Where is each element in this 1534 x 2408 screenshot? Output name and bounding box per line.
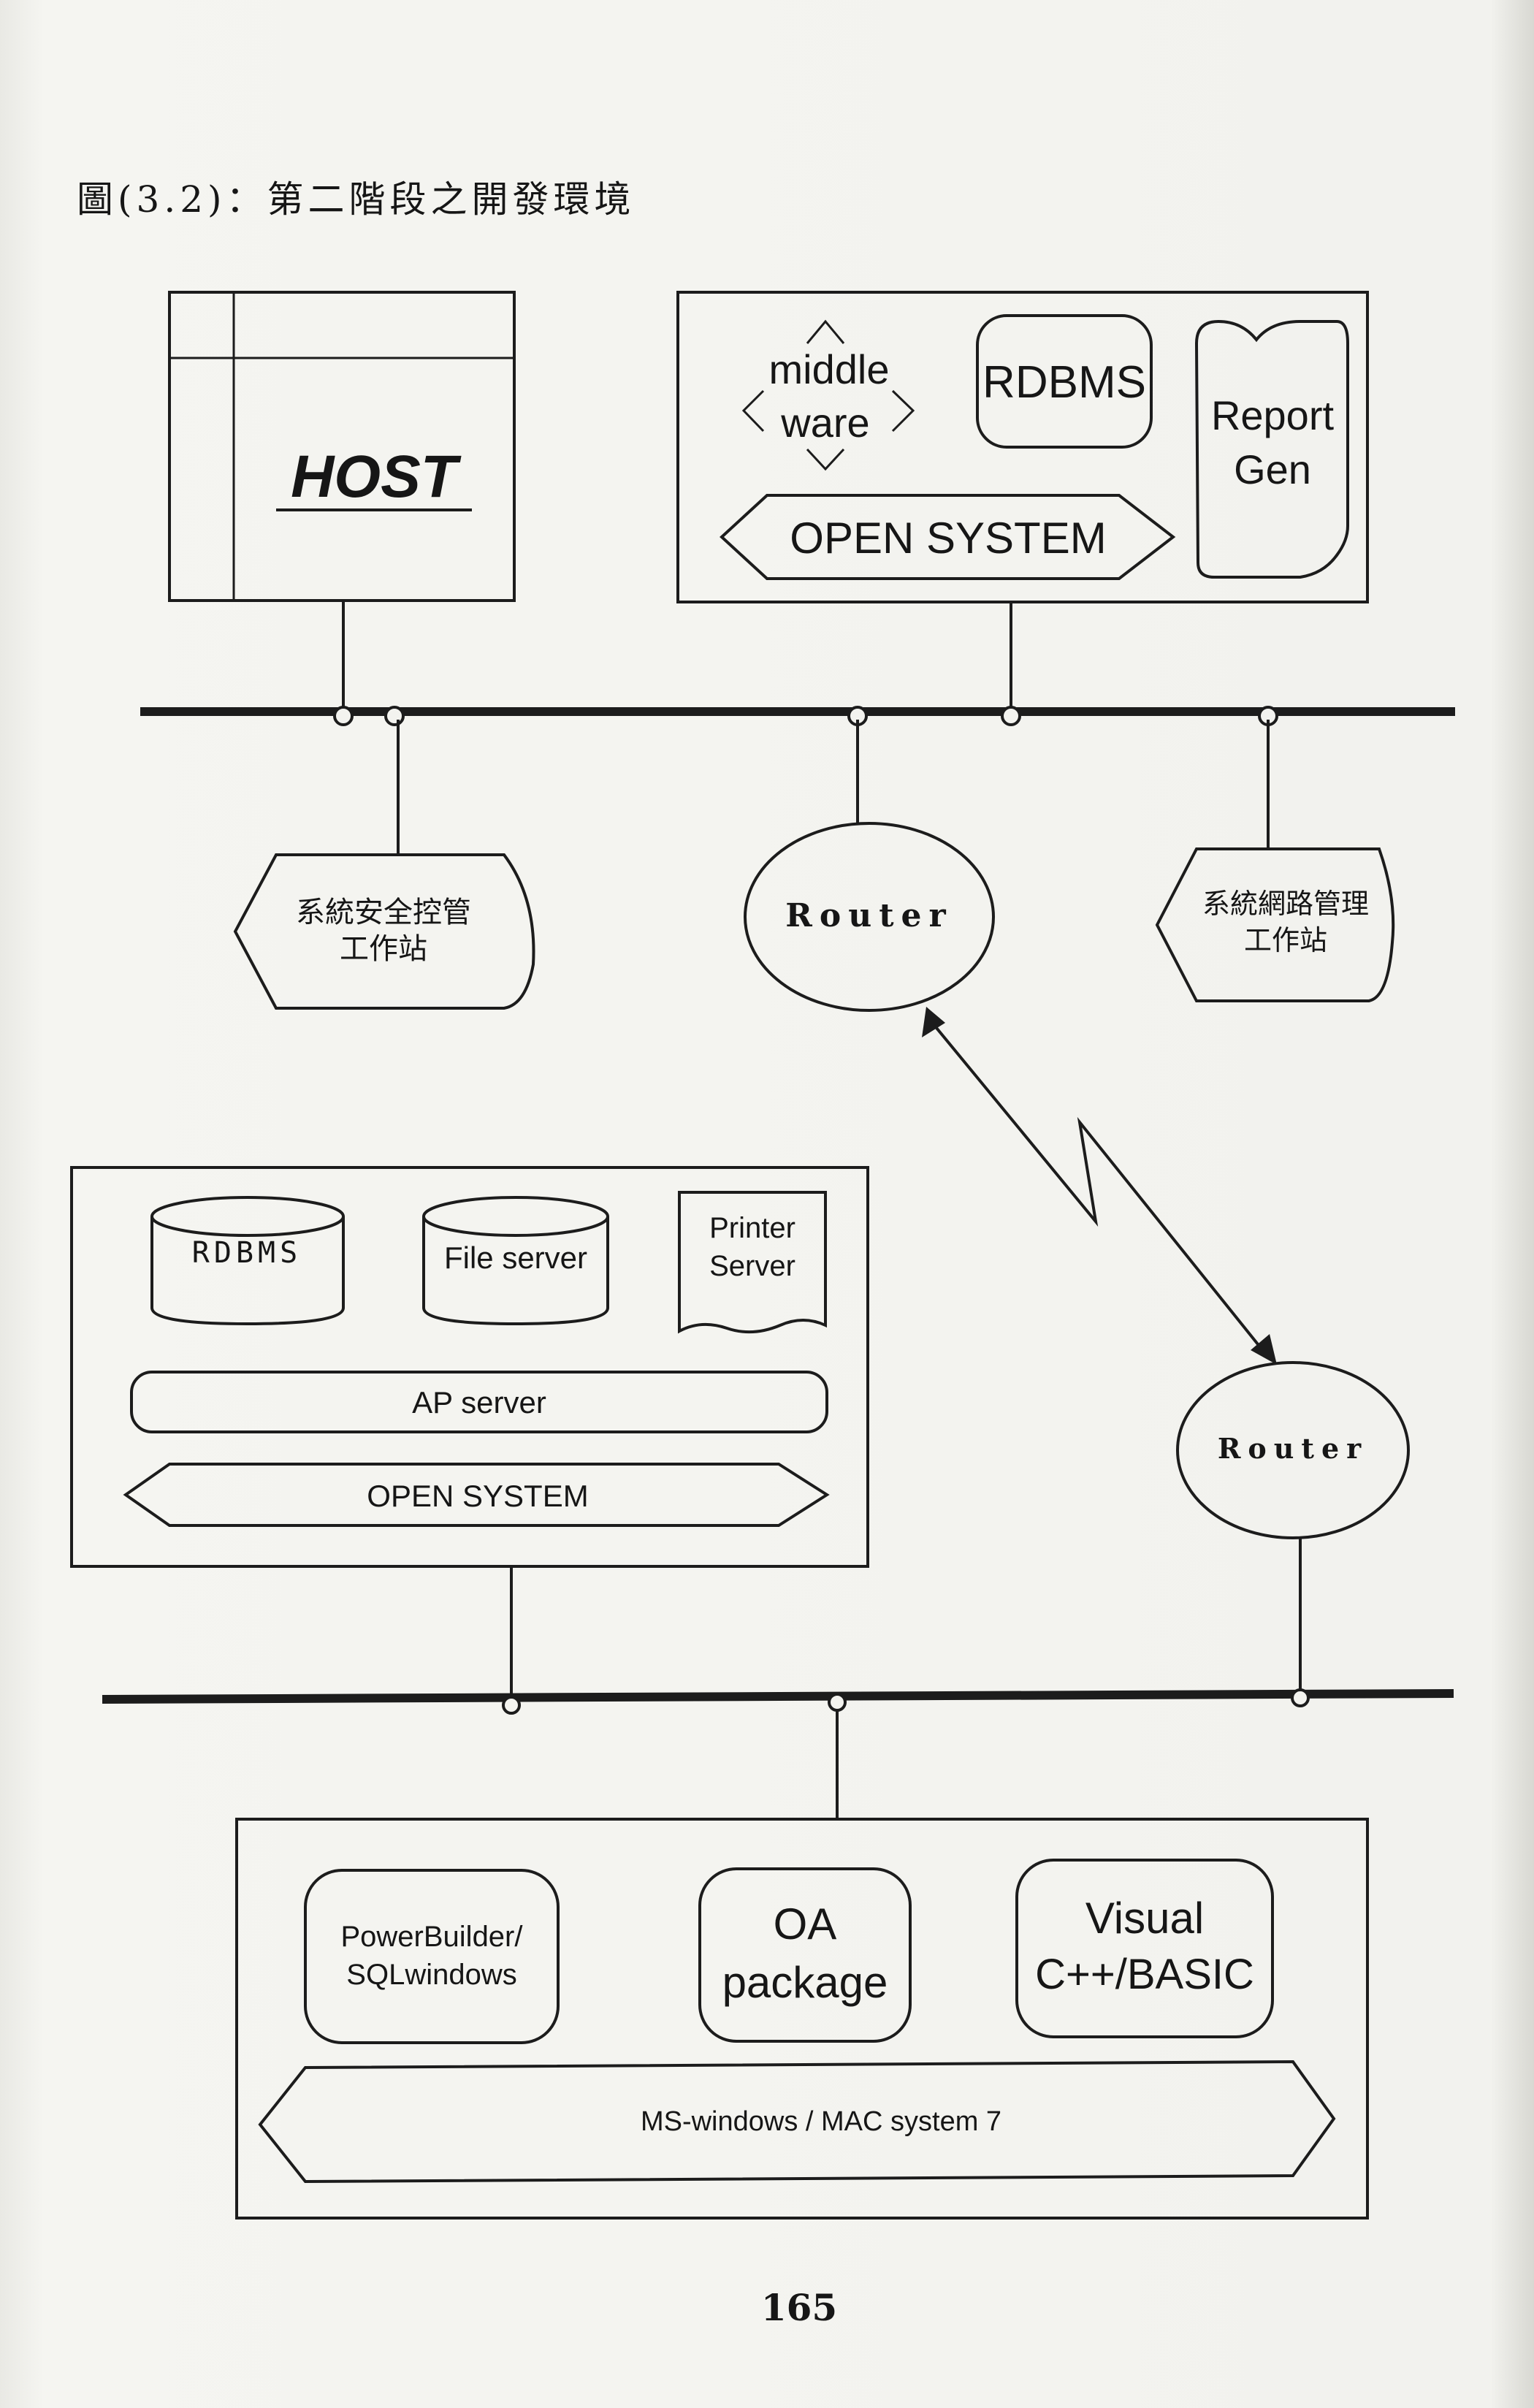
router-bottom-label: Router — [1218, 1432, 1368, 1465]
middleware-label-line1: middle — [769, 346, 890, 392]
powerbuilder-line1: PowerBuilder/ — [340, 1921, 523, 1953]
oa-package-box — [698, 1867, 912, 2043]
top-rdbms-box — [976, 314, 1153, 449]
top-rdbms-label: RDBMS — [982, 357, 1146, 408]
middle-server-box: RDBMS File server Printer Server AP serv… — [70, 1166, 869, 1568]
visual-cpp-line2: C++/BASIC — [1035, 1951, 1254, 1998]
wan-link — [922, 1007, 1277, 1365]
middleware-label-line2: ware — [780, 400, 869, 446]
middleware-diamond: middle ware — [741, 319, 915, 471]
report-gen-line2: Gen — [1234, 446, 1311, 492]
top-open-system-banner — [720, 494, 1176, 580]
network-station-line1: 系統網路管理 — [1202, 888, 1369, 920]
visual-cpp-box — [1015, 1859, 1274, 2038]
mid-rdbms-cylinder: RDBMS — [150, 1196, 345, 1326]
mid-rdbms-label: RDBMS — [192, 1236, 302, 1270]
security-control-station: 系統安全控管 工作站 — [233, 853, 535, 1010]
powerbuilder-line2: SQLwindows — [346, 1959, 516, 1991]
oa-package-line2: package — [722, 1958, 888, 2007]
report-gen-scroll — [1194, 319, 1349, 579]
router-top: Router — [744, 822, 995, 1012]
file-server-label: File server — [444, 1241, 587, 1275]
client-os-label: MS-windows / MAC system 7 — [641, 2106, 1001, 2137]
ap-server-bar — [130, 1371, 828, 1433]
top-server-box: middle ware RDBMS Report Gen OPEN SYSTEM — [676, 291, 1369, 603]
network-management-station: 系統網路管理 工作站 — [1155, 847, 1395, 1002]
report-gen-line1: Report — [1211, 392, 1335, 438]
printer-server-line2: Server — [709, 1250, 795, 1282]
powerbuilder-box — [304, 1869, 560, 2044]
bottom-network-bus — [102, 1689, 1454, 1704]
mid-open-system-banner — [123, 1463, 830, 1527]
bottom-bus-taps — [502, 1688, 1310, 1715]
security-station-line2: 工作站 — [340, 932, 427, 966]
router-top-label: Router — [785, 897, 953, 934]
client-os-banner — [258, 2060, 1336, 2184]
figure-caption: 圖(3.2)：第二階段之開發環境 — [77, 178, 636, 221]
oa-package-line1: OA — [774, 1900, 837, 1948]
printer-server-line1: Printer — [709, 1212, 795, 1244]
network-station-line2: 工作站 — [1244, 924, 1327, 956]
ap-server-label: AP server — [412, 1385, 546, 1420]
host-box: HOST — [168, 291, 516, 602]
top-open-system-label: OPEN SYSTEM — [790, 514, 1106, 563]
router-bottom: Router — [1176, 1361, 1410, 1539]
visual-cpp-line1: Visual — [1085, 1894, 1204, 1943]
client-workstation-box: PowerBuilder/ SQLwindows OA package Visu… — [235, 1818, 1369, 2220]
page-number: 165 — [761, 2286, 837, 2329]
mid-open-system-label: OPEN SYSTEM — [367, 1479, 588, 1513]
printer-server-document: Printer Server — [678, 1191, 827, 1334]
host-label: HOST — [291, 443, 462, 510]
security-station-line1: 系統安全控管 — [296, 896, 471, 929]
file-server-cylinder: File server — [422, 1196, 609, 1326]
